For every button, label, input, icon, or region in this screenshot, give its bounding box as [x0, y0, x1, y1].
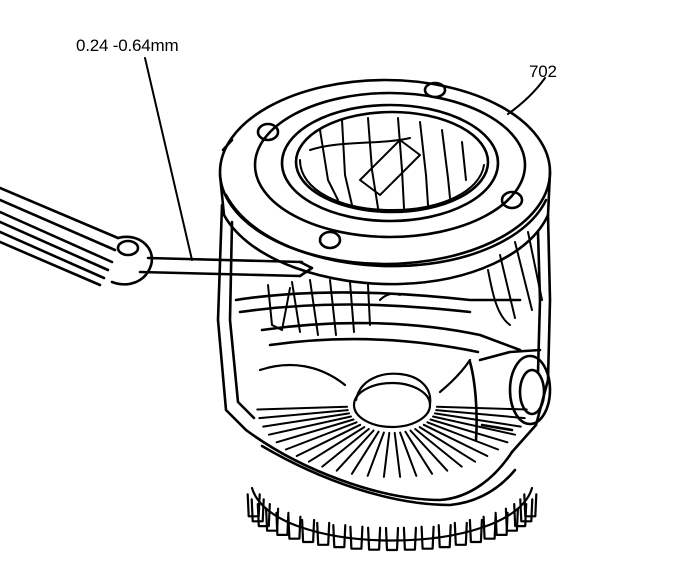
gear-tooth	[482, 515, 497, 540]
pinion-tooth	[393, 431, 402, 478]
gear-tooth	[523, 493, 538, 518]
leader-lines	[144, 57, 546, 261]
gear-tooth	[504, 507, 519, 532]
pinion-tooth	[418, 426, 477, 463]
gear-tooth	[367, 526, 382, 551]
pinion-tooth	[366, 431, 385, 477]
clearance-leader-line	[144, 57, 193, 261]
part-number-callout: 702	[529, 62, 557, 81]
clearance-spec-label: 0.24 -0.64mm	[76, 36, 179, 55]
pinion-tooth	[382, 431, 391, 478]
pinion-tooth	[295, 423, 362, 457]
pinion-tooth	[435, 405, 528, 411]
gear-tooth	[519, 498, 534, 523]
gear-tooth	[384, 526, 400, 552]
gear-tooth	[287, 515, 302, 540]
feeler-gauge	[0, 186, 314, 287]
side-gear	[299, 117, 485, 211]
pinion-gear-lower	[256, 405, 528, 478]
pinion-tooth	[404, 430, 434, 475]
gear-rim	[250, 486, 534, 542]
pinion-tooth	[399, 431, 418, 477]
pinion-tooth	[350, 430, 380, 475]
differential-case	[216, 203, 552, 507]
pinion-tooth	[432, 415, 516, 436]
pinion-gears	[267, 231, 543, 336]
pinion-tooth	[284, 421, 358, 451]
pinion-tooth	[321, 428, 370, 468]
gear-tooth	[402, 526, 417, 551]
pinion-tooth	[262, 412, 351, 428]
part-leader-line	[507, 77, 546, 115]
pinion-tooth	[409, 429, 449, 472]
ring-gear-teeth	[246, 486, 538, 552]
pinion-tooth	[433, 412, 522, 428]
pinion-tooth	[426, 421, 500, 451]
pinion-tooth	[275, 418, 355, 444]
pinion-tooth	[335, 429, 375, 472]
pinion-center	[258, 358, 472, 429]
pinion-tooth	[414, 428, 463, 468]
pinion-tooth	[422, 423, 489, 457]
pinion-tooth	[307, 426, 366, 463]
gear-tooth	[246, 493, 261, 518]
pinion-tooth	[256, 405, 349, 411]
side-bearing-ring	[218, 78, 552, 286]
gear-tooth	[256, 503, 271, 528]
pinion-tooth	[435, 409, 526, 420]
pinion-tooth	[258, 409, 349, 420]
pinion-tooth	[429, 418, 509, 444]
pinion-tooth	[268, 415, 352, 436]
